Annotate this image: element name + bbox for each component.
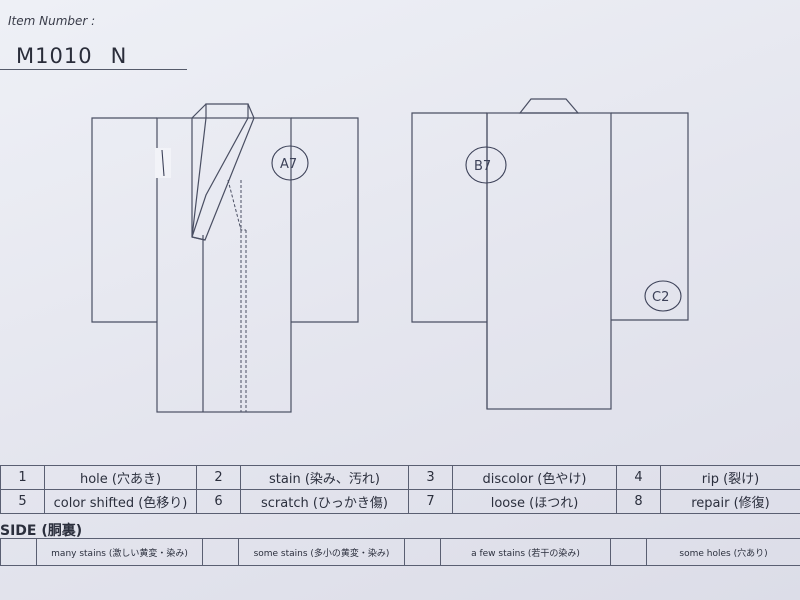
legend-number: 7 bbox=[408, 489, 453, 514]
inside-check-box bbox=[202, 538, 239, 566]
legend-number: 2 bbox=[196, 465, 241, 490]
inside-condition-table: many stains (激しい黄変・染み) some stains (多小の黄… bbox=[0, 538, 800, 566]
legend-label: color shifted (色移り) bbox=[44, 489, 197, 514]
front-annotation-a7: A7 bbox=[280, 157, 297, 172]
legend-row: 1 hole (穴あき) 2 stain (染み、汚れ) 3 discolor … bbox=[0, 465, 800, 490]
inside-check-box bbox=[610, 538, 647, 566]
legend-number: 8 bbox=[616, 489, 661, 514]
item-number-underline bbox=[0, 69, 187, 70]
legend-number: 6 bbox=[196, 489, 241, 514]
legend-label: loose (ほつれ) bbox=[452, 489, 617, 514]
inside-option: some holes (穴あり) bbox=[646, 538, 800, 566]
item-number-label: Item Number : bbox=[8, 14, 96, 28]
legend-label: hole (穴あき) bbox=[44, 465, 197, 490]
inside-option: a few stains (若干の染み) bbox=[440, 538, 611, 566]
inside-option: many stains (激しい黄変・染み) bbox=[36, 538, 203, 566]
inside-option: some stains (多小の黄変・染み) bbox=[238, 538, 405, 566]
inside-check-box bbox=[0, 538, 37, 566]
kimono-back-view: B7 C2 bbox=[411, 98, 689, 410]
damage-legend-table: 1 hole (穴あき) 2 stain (染み、汚れ) 3 discolor … bbox=[0, 465, 800, 514]
legend-row: 5 color shifted (色移り) 6 scratch (ひっかき傷) … bbox=[0, 489, 800, 514]
item-suffix: N bbox=[110, 44, 128, 68]
item-number-value: M1010 N bbox=[16, 44, 145, 68]
legend-number: 4 bbox=[616, 465, 661, 490]
kimono-diagram: A7 B7 C2 bbox=[91, 98, 689, 413]
legend-label: scratch (ひっかき傷) bbox=[240, 489, 409, 514]
legend-number: 1 bbox=[0, 465, 45, 490]
inside-row: many stains (激しい黄変・染み) some stains (多小の黄… bbox=[0, 538, 800, 566]
kimono-front-view: A7 bbox=[91, 103, 359, 413]
item-code: M1010 bbox=[16, 44, 93, 68]
back-annotation-c2: C2 bbox=[652, 290, 669, 305]
back-annotation-b7: B7 bbox=[474, 159, 491, 174]
inside-section-title: SIDE (胴裏) bbox=[0, 523, 83, 539]
legend-label: repair (修復) bbox=[660, 489, 800, 514]
legend-label: discolor (色やけ) bbox=[452, 465, 617, 490]
legend-number: 3 bbox=[408, 465, 453, 490]
legend-label: rip (裂け) bbox=[660, 465, 800, 490]
legend-label: stain (染み、汚れ) bbox=[240, 465, 409, 490]
legend-number: 5 bbox=[0, 489, 45, 514]
inside-check-box bbox=[404, 538, 441, 566]
